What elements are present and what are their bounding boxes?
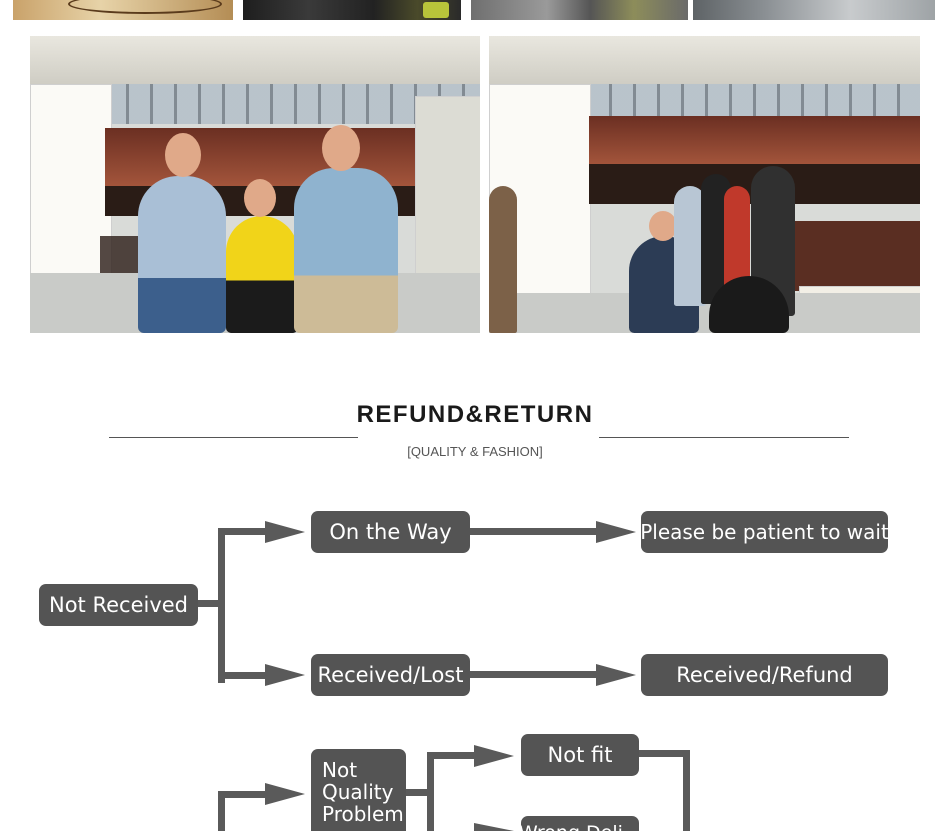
connector-to-not-quality <box>218 791 268 798</box>
arrow-to-not-fit <box>474 745 514 767</box>
arrow-to-wrong-delivery <box>474 823 514 831</box>
section-title: REFUND&RETURN <box>356 401 594 428</box>
top-photo-3 <box>471 0 688 20</box>
connector-vertical <box>218 528 225 683</box>
connector-to-not-fit <box>427 752 477 759</box>
arrow-to-not-quality <box>265 783 305 805</box>
booth-photo-left <box>30 36 480 333</box>
arrow-to-received-refund <box>596 664 636 686</box>
not-quality-problem-box: Not Quality Problem <box>311 749 406 831</box>
arrow-to-on-the-way <box>265 521 305 543</box>
connector-stub <box>198 600 223 607</box>
connector-not-fit-down <box>683 750 690 831</box>
arrow-to-received-lost <box>265 664 305 686</box>
connector-not-fit-out <box>638 750 690 757</box>
section-subtitle: [QUALITY & FASHION] <box>407 444 543 459</box>
connector-vertical-lower <box>218 791 225 831</box>
connector-on-the-way-to-wait <box>470 528 600 535</box>
connector-to-received-lost <box>218 672 268 679</box>
title-divider-right <box>599 437 849 438</box>
wrong-delivery-box: Wrong Deli... <box>521 816 639 831</box>
top-photo-4 <box>693 0 935 20</box>
received-refund-box: Received/Refund <box>641 654 888 696</box>
connector-to-on-the-way <box>218 528 268 535</box>
not-received-box: Not Received <box>39 584 198 626</box>
not-fit-box: Not fit <box>521 734 639 776</box>
connector-not-quality-stub <box>405 789 432 796</box>
connector-not-quality-vertical <box>427 752 434 831</box>
please-wait-box: Please be patient to wait <box>640 511 889 553</box>
on-the-way-box: On the Way <box>311 511 470 553</box>
top-photo-2 <box>243 0 461 20</box>
top-photo-1 <box>13 0 233 20</box>
arrow-to-please-wait <box>596 521 636 543</box>
connector-lost-to-refund <box>470 671 600 678</box>
title-divider-left <box>109 437 358 438</box>
booth-photo-right <box>489 36 920 333</box>
received-lost-box: Received/Lost <box>311 654 470 696</box>
